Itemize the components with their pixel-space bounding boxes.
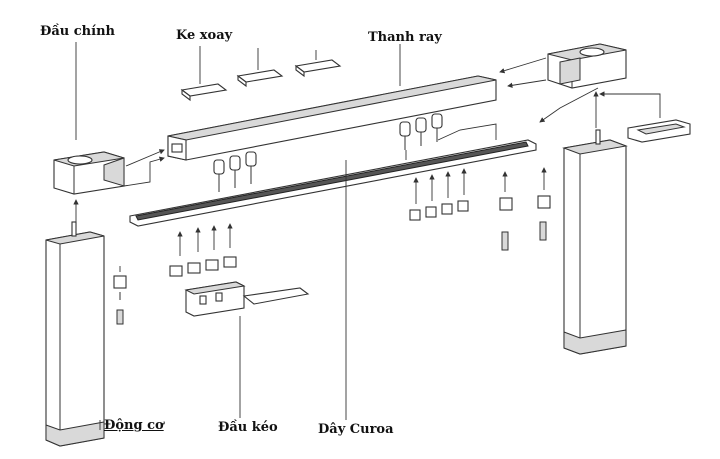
left-motor <box>45 221 105 447</box>
label-motor: Động cơ <box>104 418 164 433</box>
label-rotating-bracket: Ke xoay <box>176 28 233 43</box>
label-pulling-head: Đầu kéo <box>218 420 278 435</box>
end-cap-bracket <box>627 119 691 143</box>
label-rail: Thanh ray <box>368 30 442 45</box>
belt <box>129 139 537 227</box>
rotating-brackets <box>180 59 342 102</box>
label-main-head: Đầu chính <box>40 24 115 39</box>
screw-bracket-left <box>113 275 127 325</box>
right-main-head <box>547 43 627 89</box>
left-main-head <box>53 151 125 195</box>
rail <box>167 75 497 161</box>
right-motor <box>562 129 628 355</box>
guide-arrows <box>73 42 661 430</box>
runner-hooks-right <box>399 113 443 150</box>
screw-bracket-right <box>499 195 551 251</box>
gliders-left <box>169 256 237 277</box>
runner-hooks-left <box>213 151 257 192</box>
pulling-head <box>184 281 310 317</box>
label-belt: Dây Curoa <box>318 422 394 437</box>
gliders-right <box>409 200 469 221</box>
